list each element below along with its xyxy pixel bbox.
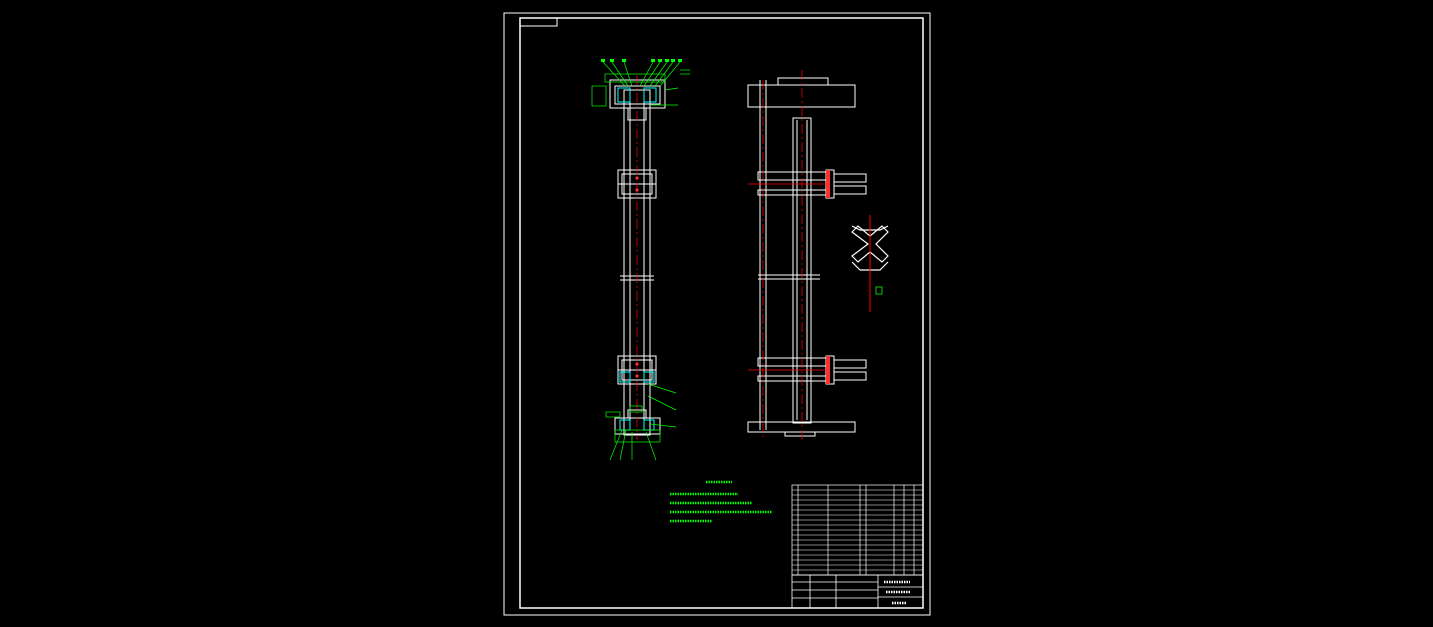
title-block xyxy=(791,574,924,609)
part-leaders-top xyxy=(591,61,690,107)
corner-tab xyxy=(519,17,558,27)
title-block-text-lines xyxy=(884,580,910,605)
outer-border xyxy=(503,12,931,616)
clamp-markers xyxy=(635,176,639,378)
side-red-marks xyxy=(826,170,830,384)
inner-border xyxy=(519,17,924,609)
side-centerlines xyxy=(748,70,830,440)
detail-label xyxy=(875,286,883,295)
balloons-top xyxy=(601,59,682,62)
side-view xyxy=(747,77,867,437)
parts-list-rows xyxy=(792,489,923,571)
front-view xyxy=(609,79,666,436)
note-text-lines xyxy=(670,480,772,523)
part-leaders-bottom xyxy=(605,383,677,461)
